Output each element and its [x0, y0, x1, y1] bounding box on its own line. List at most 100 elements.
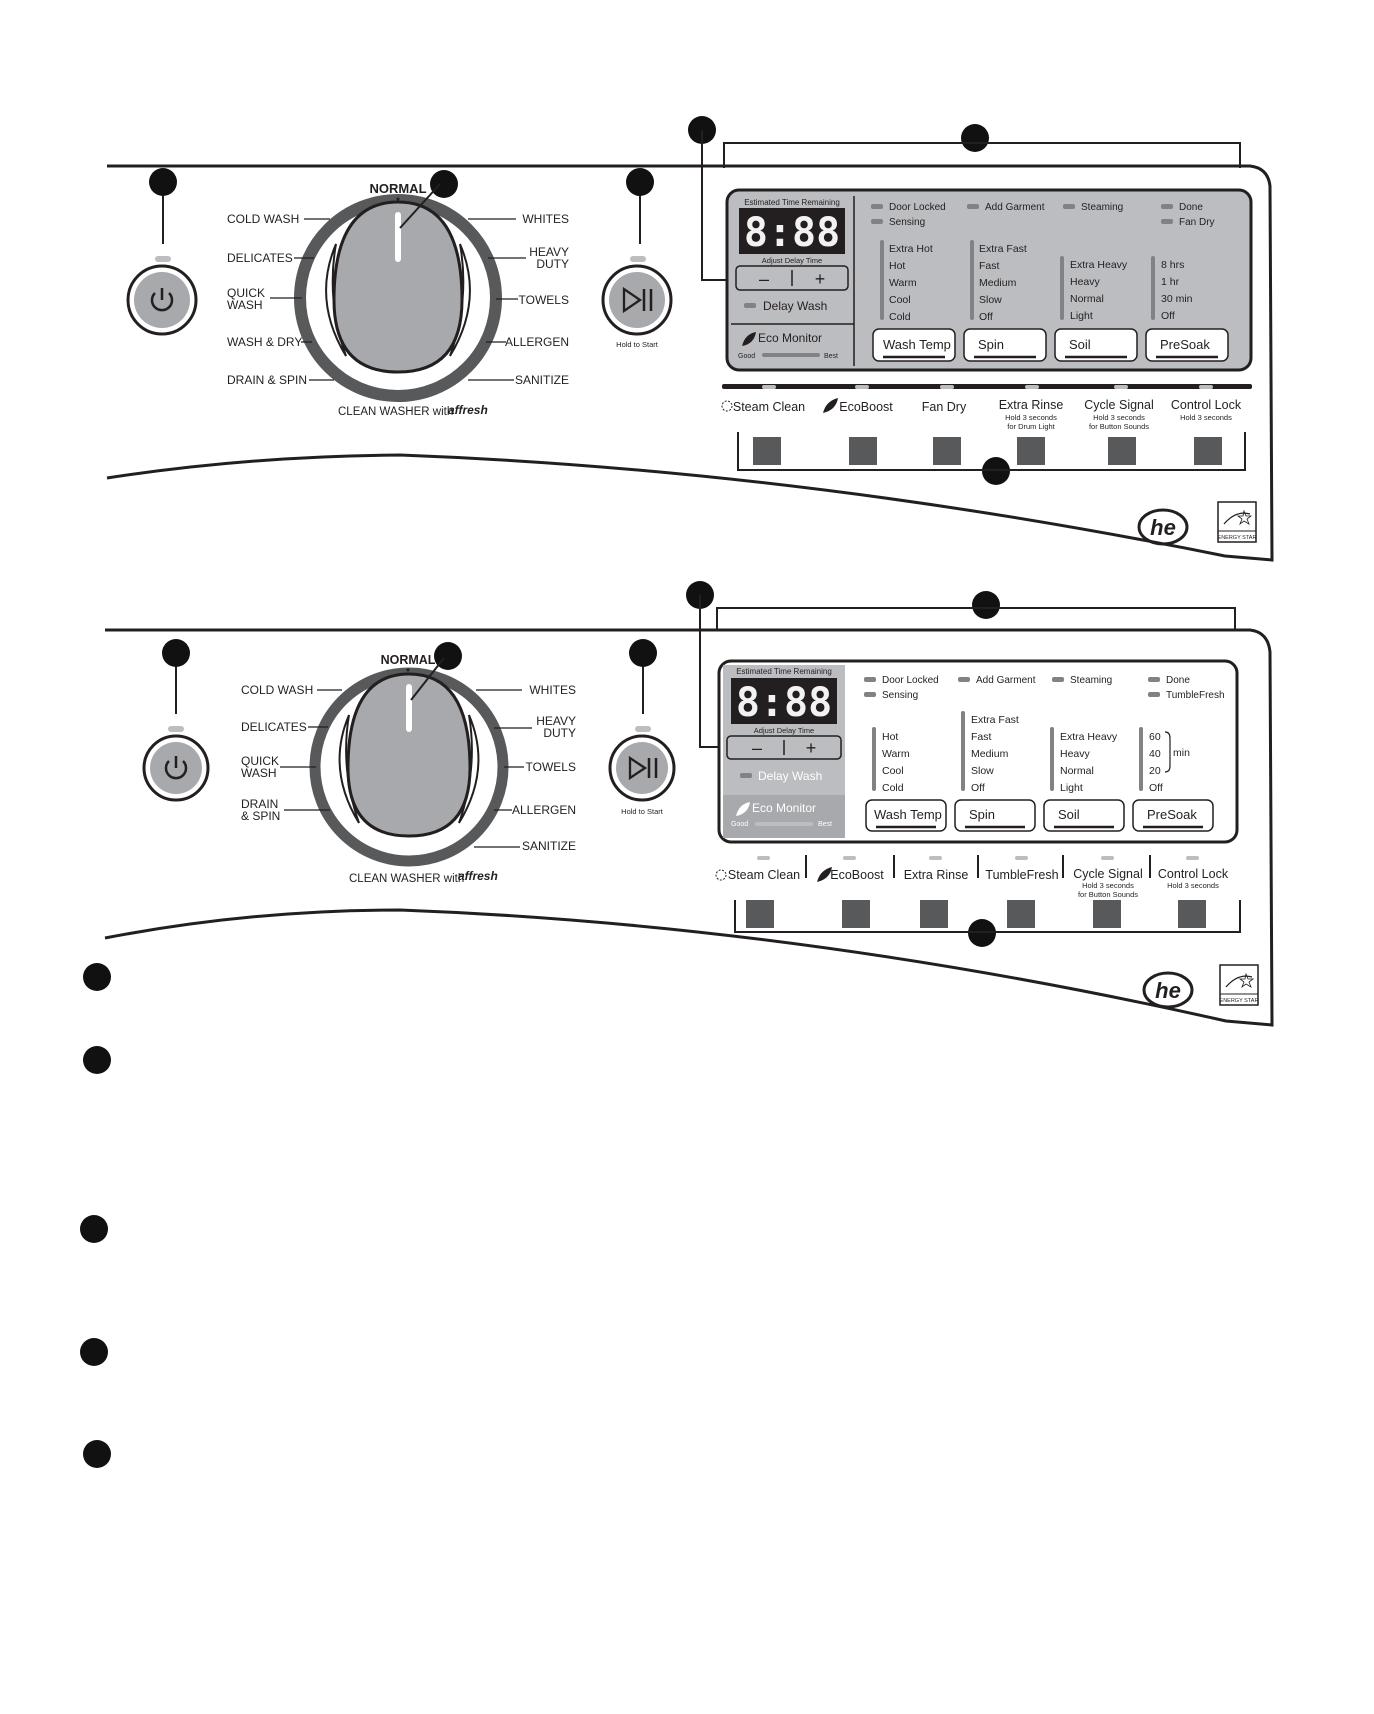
delay-plus-button[interactable]: +	[815, 269, 826, 289]
status-label: Fan Dry	[1179, 217, 1215, 228]
svg-text:Spin: Spin	[978, 337, 1004, 352]
level-label: Extra Fast	[971, 714, 1019, 726]
delay-wash-label: Delay Wash	[758, 769, 822, 783]
level-label: Fast	[979, 260, 1000, 272]
bottom-option-label: Cycle Signal	[1084, 398, 1153, 412]
level-bar	[961, 711, 965, 791]
tumblefresh-button[interactable]	[1007, 900, 1035, 928]
spin-button[interactable]: Spin	[963, 328, 1047, 362]
option-indicator-light	[929, 856, 942, 860]
start-caption: Hold to Start	[621, 807, 664, 816]
option-indicator-light	[1025, 385, 1039, 389]
affresh-logo: affresh	[458, 869, 498, 883]
cycle-dial[interactable]	[309, 657, 509, 867]
bottom-option-label: Extra Rinse	[904, 868, 969, 882]
leaf-icon	[736, 802, 750, 816]
ecoboost-button[interactable]	[842, 900, 870, 928]
bottom-option-label: TumbleFresh	[985, 868, 1058, 882]
delay-plus-button[interactable]: +	[806, 738, 817, 758]
spin-button[interactable]: Spin	[954, 799, 1036, 832]
bottom-option-label: Steam Clean	[728, 868, 800, 882]
extra-rinse-button[interactable]	[920, 900, 948, 928]
level-bar	[872, 727, 876, 791]
svg-text:Soil: Soil	[1058, 807, 1080, 822]
wash-temp-button[interactable]: Wash Temp	[872, 328, 956, 362]
option-indicator-light	[1101, 856, 1114, 860]
start-indicator-light	[630, 256, 646, 262]
level-label: 8 hrs	[1161, 259, 1184, 271]
status-light	[1063, 204, 1075, 209]
dial-label: ALLERGEN	[505, 335, 569, 349]
start-pause-button[interactable]	[608, 734, 676, 802]
start-pause-button[interactable]	[601, 264, 673, 336]
wash-temp-button[interactable]: Wash Temp	[865, 799, 947, 832]
play-pause-icon	[622, 286, 653, 314]
svg-text:Wash Temp: Wash Temp	[874, 807, 942, 822]
status-label: Steaming	[1070, 675, 1112, 686]
dial-label: QUICK	[241, 754, 279, 768]
bottom-button-row-2: Steam Clean EcoBoost Extra Rinse TumbleF…	[715, 855, 1229, 928]
status-light	[1148, 692, 1160, 697]
he-logo: he	[1142, 971, 1194, 1009]
fan-dry-button[interactable]	[933, 437, 961, 465]
bottom-option-note: for Button Sounds	[1078, 890, 1138, 899]
dial-knob	[332, 200, 464, 374]
ecoboost-button[interactable]	[849, 437, 877, 465]
level-label: Off	[1149, 782, 1163, 794]
console-outline-2	[104, 628, 1274, 1027]
status-light	[871, 204, 883, 209]
dial-label: HEAVY	[529, 245, 569, 259]
callout-marker	[961, 124, 989, 152]
adjust-delay-label: Adjust Delay Time	[754, 726, 814, 735]
dial-label: DELICATES	[227, 251, 293, 265]
presoak-unit: min	[1173, 747, 1190, 759]
soil-button[interactable]: Soil	[1054, 328, 1138, 362]
delay-minus-button[interactable]: –	[752, 738, 762, 758]
cycle-dial[interactable]	[294, 183, 502, 402]
status-label: Done	[1179, 202, 1203, 213]
cycle-signal-button[interactable]	[1108, 437, 1136, 465]
level-label: Cold	[882, 782, 904, 794]
level-label: Heavy	[1060, 748, 1091, 760]
leaf-icon	[817, 867, 832, 882]
status-light	[1052, 677, 1064, 682]
presoak-bracket	[1164, 731, 1171, 773]
steam-clean-button[interactable]	[753, 437, 781, 465]
svg-text:ENERGY STAR: ENERGY STAR	[1218, 535, 1257, 541]
soil-button[interactable]: Soil	[1043, 799, 1125, 832]
dial-label: TOWELS	[526, 760, 576, 774]
extra-rinse-button[interactable]	[1017, 437, 1045, 465]
delay-minus-button[interactable]: –	[759, 269, 769, 289]
callout-marker	[83, 1440, 111, 1468]
dial-knob	[346, 672, 472, 838]
callout-marker	[149, 168, 177, 196]
status-label: Steaming	[1081, 202, 1123, 213]
presoak-button[interactable]: PreSoak	[1145, 328, 1229, 362]
status-light	[1148, 677, 1160, 682]
level-label: Extra Hot	[889, 243, 933, 255]
cycle-signal-button[interactable]	[1093, 900, 1121, 928]
control-lock-button[interactable]	[1178, 900, 1206, 928]
svg-text:Wash Temp: Wash Temp	[883, 337, 951, 352]
status-light	[1161, 219, 1173, 224]
level-label: 1 hr	[1161, 276, 1180, 288]
level-label: Fast	[971, 731, 992, 743]
power-button[interactable]	[142, 734, 210, 802]
power-button[interactable]	[126, 264, 198, 336]
level-bar	[970, 240, 974, 320]
dial-label: COLD WASH	[241, 683, 313, 697]
control-lock-button[interactable]	[1194, 437, 1222, 465]
level-label: Hot	[882, 731, 898, 743]
start-caption: Hold to Start	[616, 340, 659, 349]
steam-clean-button[interactable]	[746, 900, 774, 928]
presoak-button[interactable]: PreSoak	[1132, 799, 1214, 832]
bottom-option-label: Extra Rinse	[999, 398, 1064, 412]
dial-label: WHITES	[522, 212, 569, 226]
start-indicator-light	[635, 726, 651, 732]
dial-grip-right	[458, 714, 480, 824]
option-indicator-light	[843, 856, 856, 860]
dial-grip-right	[449, 243, 471, 357]
dial-label: COLD WASH	[227, 212, 299, 226]
status-label: Done	[1166, 675, 1190, 686]
display-panel-1: Estimated Time Remaining 8:88 Adjust Del…	[725, 188, 1253, 372]
